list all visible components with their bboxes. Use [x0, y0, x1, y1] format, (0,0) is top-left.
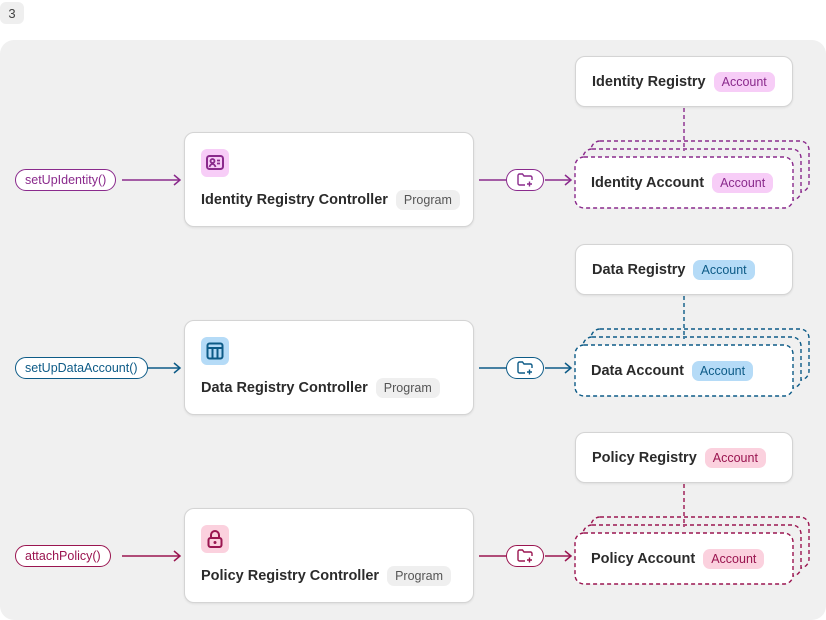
step-number-badge: 3	[0, 2, 24, 24]
account-tag: Account	[703, 548, 765, 569]
account-tag: Account	[704, 447, 766, 468]
controller-name: Identity Registry Controller	[201, 192, 388, 208]
account-tag: Account	[713, 71, 775, 92]
account-name: Policy Account	[591, 550, 696, 567]
controller-card[interactable]: Policy Registry Controller Program	[184, 508, 474, 603]
folder-to-account-arrow	[545, 362, 573, 374]
program-tag: Program	[375, 378, 440, 398]
account-tag: Account	[712, 172, 774, 193]
registry-card[interactable]: Data Registry Account	[575, 244, 793, 295]
account-card[interactable]: Policy Account Account	[575, 533, 793, 584]
account-dashed-border	[574, 532, 794, 585]
folder-plus-icon	[506, 545, 544, 567]
registry-card[interactable]: Policy Registry Account	[575, 432, 793, 483]
id-card-icon	[201, 149, 229, 177]
registry-name: Data Registry	[592, 261, 686, 278]
controller-name: Data Registry Controller	[201, 380, 368, 396]
call-arrow	[122, 550, 182, 562]
controller-name: Policy Registry Controller	[201, 568, 380, 584]
account-tag: Account	[691, 360, 754, 381]
program-tag: Program	[395, 190, 460, 210]
function-call-pill[interactable]: setUpIdentity()	[15, 169, 117, 191]
registry-name: Identity Registry	[592, 73, 706, 90]
account-dashed-border	[574, 156, 794, 209]
account-card[interactable]: Identity Account Account	[575, 157, 793, 208]
registry-name: Policy Registry	[592, 449, 697, 466]
account-card[interactable]: Data Account Account	[575, 345, 793, 396]
lock-icon	[201, 525, 229, 553]
account-tag: Account	[693, 259, 755, 280]
registry-card[interactable]: Identity Registry Account	[575, 56, 793, 107]
folder-to-account-arrow	[545, 174, 573, 186]
table-icon	[201, 337, 229, 365]
function-call-pill[interactable]: attachPolicy()	[15, 545, 111, 567]
folder-to-account-arrow	[545, 550, 573, 562]
controller-card[interactable]: Identity Registry Controller Program	[184, 132, 474, 227]
account-name: Identity Account	[591, 174, 705, 191]
folder-plus-icon	[506, 357, 544, 379]
call-arrow	[122, 174, 182, 186]
account-dashed-border	[574, 344, 794, 397]
program-tag: Program	[387, 566, 452, 586]
function-call-pill[interactable]: setUpDataAccount()	[15, 357, 148, 379]
account-name: Data Account	[591, 362, 684, 379]
folder-plus-icon	[506, 169, 544, 191]
controller-card[interactable]: Data Registry Controller Program	[184, 320, 474, 415]
